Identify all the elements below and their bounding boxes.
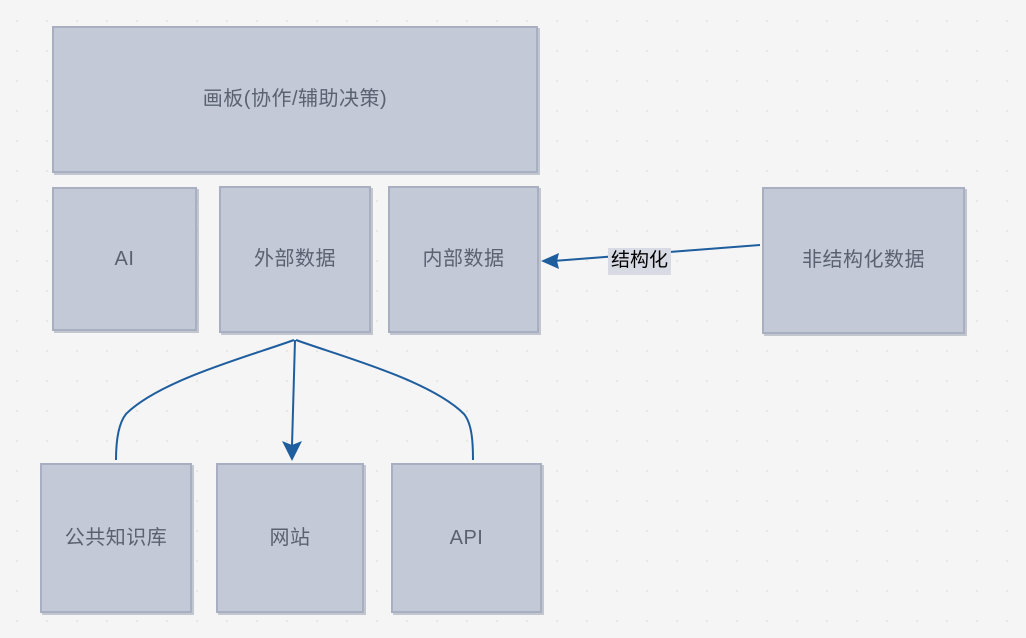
edge-external-to-website-line [291, 339, 296, 447]
node-website[interactable]: 网站 [216, 463, 364, 613]
edge-external-to-public-kb[interactable] [115, 339, 295, 461]
node-unstructured-data[interactable]: 非结构化数据 [762, 187, 965, 334]
node-api[interactable]: API [391, 463, 542, 613]
edge-external-to-website[interactable] [282, 339, 302, 461]
edge-external-to-public-kb-line [115, 339, 295, 461]
edge-external-to-website-arrowhead [282, 441, 302, 461]
node-internal-data[interactable]: 内部数据 [388, 186, 539, 333]
node-ai[interactable]: AI [52, 187, 197, 331]
edge-external-to-api-line [295, 339, 474, 461]
edge-structuring-arrowhead [541, 253, 559, 269]
node-external-data[interactable]: 外部数据 [219, 186, 371, 333]
node-canvas-board[interactable]: 画板(协作/辅助决策) [52, 26, 538, 173]
node-public-knowledge-base[interactable]: 公共知识库 [40, 463, 192, 613]
edge-label-structuring[interactable]: 结构化 [608, 248, 672, 275]
edge-external-to-api[interactable] [295, 339, 474, 461]
